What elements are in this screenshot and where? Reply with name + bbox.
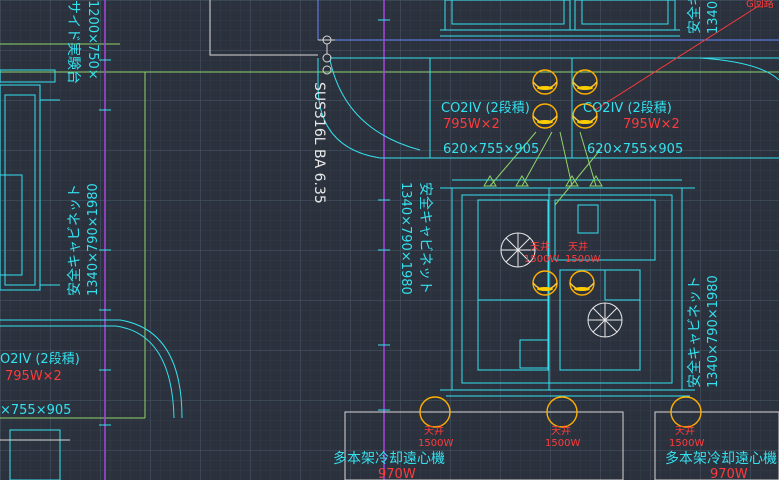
cabinet-size-center: 1340×790×1980 [398, 182, 413, 295]
incubator-power-2: 795W×2 [623, 117, 680, 132]
incubator-name-left: O2IV (2段積) [0, 352, 80, 367]
wall-outline [209, 0, 318, 56]
cabinet-name-top-right: 安全キ [687, 0, 703, 34]
fan-icon [500, 232, 623, 338]
incubator-size-2: 620×755×905 [587, 142, 684, 157]
incubator-size-left: ×755×905 [0, 403, 72, 418]
light-label: 天井 [568, 242, 588, 253]
incubator-size-1: 620×755×905 [443, 142, 540, 157]
light-label: 天井 [675, 426, 695, 437]
cabinet-size-top-right: 1340 [706, 0, 721, 34]
incubator-name-1: CO2IV (2段積) [441, 101, 530, 116]
cabinet-name-left: 安全キャビネット [67, 184, 83, 296]
incubator-power-1: 795W×2 [443, 117, 500, 132]
circuit-tag: G回路 [746, 0, 774, 10]
centrifuge-name-1: 多本架冷却遠心機 [333, 451, 445, 467]
cabinet-size-right: 1340×790×1980 [706, 275, 721, 388]
light-power: 1500W [565, 254, 601, 265]
side-bench-name: サイド実験台 [65, 0, 81, 84]
centrifuge-power-2: 970W [710, 467, 748, 480]
side-bench-size: 1200×750× [85, 0, 100, 80]
centrifuge-power-1: 970W [378, 467, 416, 480]
light-label: 天井 [424, 426, 444, 437]
centrifuge-name-2: 多本架冷却遠心機 [665, 451, 777, 467]
cabinet-name-center: 安全キャビネット [417, 182, 433, 294]
light-label: 天井 [551, 426, 571, 437]
incubator-name-2: CO2IV (2段積) [583, 101, 672, 116]
ceiling-light-icon [419, 69, 702, 428]
light-power: 1500W [669, 438, 705, 449]
pipe-spec-label: SUS316L BA 6.35 [311, 82, 327, 204]
light-label: 天井 [530, 242, 550, 253]
incubator-power-left: 795W×2 [5, 369, 62, 384]
light-power: 1500W [418, 438, 454, 449]
cabinet-name-right: 安全キャビネット [687, 276, 703, 388]
light-power: 1500W [524, 254, 560, 265]
cabinet-size-left: 1340×790×1980 [86, 183, 101, 296]
light-power: 1500W [545, 438, 581, 449]
